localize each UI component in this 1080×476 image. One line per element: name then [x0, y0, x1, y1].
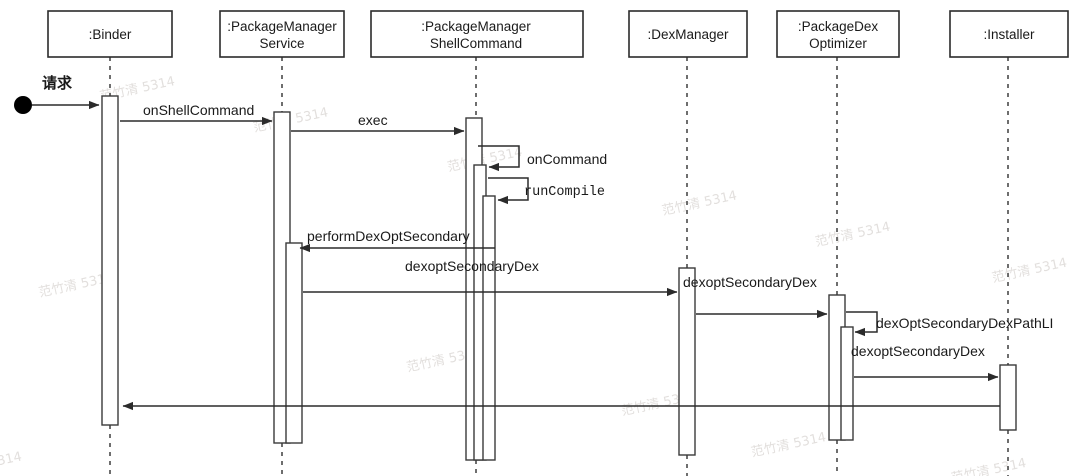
message-label: performDexOptSecondary [307, 228, 470, 244]
participant-label: :Binder [89, 27, 132, 42]
activation-binder [101, 95, 119, 426]
message-dexoptsecondarydex-to-installer[interactable]: dexoptSecondaryDex [851, 343, 999, 382]
activation-installer [999, 364, 1017, 431]
watermark: 范竹清 5314 [950, 456, 1028, 476]
message-exec[interactable]: exec [291, 112, 465, 136]
participant-label-line2: ShellCommand [430, 36, 522, 51]
participant-packagemanagershellcommand[interactable]: :PackageManager ShellCommand [370, 10, 584, 58]
message-label: 请求 [42, 74, 73, 92]
participant-label-line1: :PackageManager [421, 19, 531, 34]
activation-layer [101, 95, 1017, 461]
participant-box[interactable] [628, 10, 748, 58]
participant-installer[interactable]: :Installer [949, 10, 1069, 58]
message-label: dexoptSecondaryDex [851, 343, 985, 359]
message-runcompile-self[interactable]: runCompile [488, 177, 605, 205]
message-dexoptsecondarydex-to-dexmanager[interactable]: dexoptSecondaryDex [303, 258, 678, 297]
participant-layer: :Binder :PackageManager Service :Package… [47, 10, 1069, 58]
participant-packagemanagerservice[interactable]: :PackageManager Service [219, 10, 345, 58]
message-request-start[interactable]: 请求 [14, 74, 100, 114]
message-onshellcommand[interactable]: onShellCommand [120, 102, 273, 126]
participant-label-line1: :PackageManager [227, 19, 337, 34]
message-self-arrow [846, 311, 878, 337]
message-label: runCompile [524, 185, 605, 200]
message-performdexoptsecondary-return[interactable]: performDexOptSecondary [299, 228, 495, 253]
activation-dexmanager [678, 267, 696, 456]
message-self-arrow [478, 145, 520, 172]
message-oncommand-self[interactable]: onCommand [478, 145, 607, 172]
participant-packagedexoptimizer[interactable]: :PackageDex Optimizer [776, 10, 900, 58]
message-label: dexoptSecondaryDex [683, 274, 817, 290]
participant-box[interactable] [219, 10, 345, 58]
participant-label: :DexManager [647, 27, 729, 42]
watermark: 范竹清 5314 [814, 220, 892, 251]
participant-box[interactable] [949, 10, 1069, 58]
participant-binder[interactable]: :Binder [47, 10, 173, 58]
watermark: 范竹清 5314 [0, 449, 23, 476]
lifeline-layer [109, 57, 1009, 476]
message-self-arrow [488, 177, 529, 205]
watermark: 范竹清 5314 [661, 188, 739, 219]
participant-box[interactable] [47, 10, 173, 58]
watermark: 范竹清 5314 [750, 430, 828, 461]
participant-label-line2: Optimizer [809, 36, 867, 51]
watermark-layer: 范竹清 5314 范竹清 5314 范竹清 5314 范竹清 5314 范竹清 … [0, 74, 1068, 476]
participant-dexmanager[interactable]: :DexManager [628, 10, 748, 58]
participant-label-line1: :PackageDex [798, 19, 879, 34]
participant-label-line2: Service [259, 36, 304, 51]
watermark: 范竹清 5314 [991, 256, 1069, 287]
message-label: onShellCommand [143, 102, 254, 118]
start-dot-icon [14, 96, 32, 114]
activation-shellcommand-3 [482, 195, 496, 461]
message-dexoptsecondarydexpathli-self[interactable]: dexOptSecondaryDexPathLI [846, 311, 1053, 337]
participant-box[interactable] [776, 10, 900, 58]
message-label: dexOptSecondaryDexPathLI [876, 315, 1053, 331]
message-dexoptsecondarydex-to-pdo[interactable]: dexoptSecondaryDex [683, 274, 828, 319]
participant-label: :Installer [983, 27, 1035, 42]
message-label: exec [358, 112, 388, 128]
participant-box[interactable] [370, 10, 584, 58]
message-label: onCommand [527, 151, 607, 167]
activation-pms-2 [285, 242, 303, 444]
activation-pdo-2 [840, 326, 854, 441]
message-label: dexoptSecondaryDex [405, 258, 539, 274]
